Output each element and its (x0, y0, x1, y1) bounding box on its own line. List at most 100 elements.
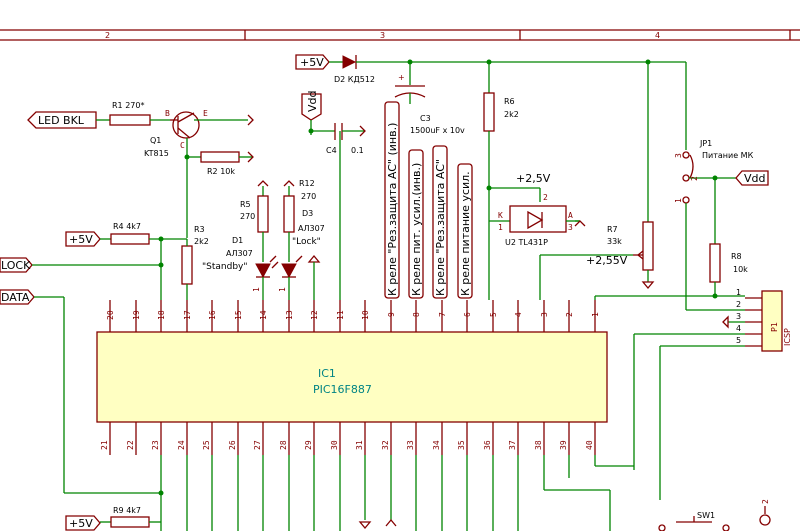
r6-ref: R6 (504, 97, 515, 106)
u2-pin-3: 3 (568, 223, 573, 232)
pin-16: 16 (208, 310, 217, 320)
net-standby: "Standby" (202, 262, 248, 272)
r8-value: 10k (733, 265, 748, 274)
r12-value: 270 (301, 192, 316, 201)
sw1-label: SW1 (697, 511, 715, 520)
net-data[interactable]: DATA (0, 289, 35, 305)
test-point-2[interactable]: 2 (759, 499, 771, 526)
resistor-r2[interactable]: R2 10k (200, 151, 240, 176)
data-label: DATA (1, 291, 30, 304)
pin-26: 26 (228, 440, 237, 450)
pin-18: 18 (157, 310, 166, 320)
capacitor-c3[interactable]: + C3 1500uF x 10v (394, 62, 465, 135)
pin-21: 21 (100, 440, 109, 450)
pin-15: 15 (234, 310, 243, 320)
diode-d2[interactable]: D2 КД512 (334, 55, 375, 84)
d3-ref: D3 (302, 209, 313, 218)
resistor-r6[interactable]: R6 2k2 (483, 62, 519, 300)
pin-28: 28 (279, 440, 288, 450)
q1-value: KT815 (144, 149, 169, 158)
u2-pin-1: 1 (498, 223, 503, 232)
vdd-c4-label: Vdd (306, 91, 319, 113)
pin-3: 3 (540, 312, 549, 317)
net-lock-quote: "Lock" (292, 237, 321, 247)
c4-ref: C4 (326, 146, 337, 155)
pin-30: 30 (330, 440, 339, 450)
power-vdd-right[interactable]: Vdd (735, 170, 769, 186)
jumper-jp1[interactable]: JP1 Питание МК 3 2 1 (674, 62, 754, 310)
led-d1[interactable]: D1 АЛ307 "Standby" 1 (202, 236, 279, 300)
resistor-r3[interactable]: R3 2k2 (181, 225, 209, 285)
pin-12: 12 (310, 310, 319, 320)
led-d3[interactable]: D3 АЛ307 "Lock" 1 (278, 209, 325, 300)
pin-33: 33 (406, 440, 415, 450)
frame-col-3: 3 (380, 31, 385, 40)
d1-pin-1: 1 (252, 287, 261, 292)
signal-pit-inv: К реле пит. усил.(инв.) (410, 163, 423, 296)
power-5v-label: +5V (300, 56, 324, 69)
led-bkl-label: LED BKL (38, 114, 85, 127)
resistor-r4[interactable]: R4 4k7 (110, 222, 150, 245)
u2-pin-k: K (498, 211, 503, 220)
u2-pin-a: A (568, 211, 573, 220)
r2-label: R2 10k (207, 167, 235, 176)
ic1-pin-numbers-top: 20 19 18 17 16 15 14 13 12 11 10 9 8 7 6… (106, 310, 600, 320)
pin-39: 39 (559, 440, 568, 450)
net-v255: +2,55V (586, 254, 628, 267)
trimmer-r7[interactable]: R7 33k +2,55V (539, 62, 655, 300)
q1-ref: Q1 (150, 136, 161, 145)
q1-pin-e: E (203, 109, 208, 118)
power-vdd-c4[interactable]: Vdd (301, 91, 322, 121)
pin-22: 22 (126, 440, 135, 450)
pin-13: 13 (285, 310, 294, 320)
resistor-r1[interactable]: R1 270* (109, 101, 151, 126)
d1-ref: D1 (232, 236, 243, 245)
net-led-bkl[interactable]: LED BKL (27, 111, 97, 129)
resistor-r8[interactable]: R8 10k (709, 178, 748, 296)
pin-4: 4 (514, 312, 523, 317)
power-5v-top[interactable]: +5V (295, 54, 330, 70)
ic1-value: PIC16F887 (313, 383, 372, 396)
pin-10: 10 (361, 310, 370, 320)
signal-rez: К реле "Рез.защита AC" (434, 159, 447, 296)
r7-value: 33k (607, 237, 622, 246)
r4-label: R4 4k7 (113, 222, 141, 231)
r6-value: 2k2 (504, 110, 519, 119)
signal-pit: К реле питание усил. (459, 171, 472, 296)
resistor-r12[interactable]: R12 270 (283, 179, 316, 262)
r8-ref: R8 (731, 252, 742, 261)
ic1-pins-bottom (109, 422, 596, 455)
pin-20: 20 (106, 310, 115, 320)
resistor-r9[interactable]: R9 4k7 (110, 506, 150, 528)
lock-label: LOCK (1, 259, 31, 272)
ic1[interactable]: IC1 PIC16F887 (96, 331, 608, 423)
power-5v-bottom[interactable]: +5V (65, 515, 101, 531)
p1-pin-1: 1 (736, 288, 741, 297)
pin-25: 25 (202, 440, 211, 450)
pin-38: 38 (534, 440, 543, 450)
pin-29: 29 (304, 440, 313, 450)
pin-31: 31 (355, 440, 364, 450)
u2-label: U2 TL431P (505, 238, 548, 247)
pin-11: 11 (336, 310, 345, 320)
connector-p1[interactable]: 1 2 3 4 5 P1 ICSP (736, 288, 792, 352)
resistor-r5[interactable]: R5 270 (240, 180, 269, 262)
svg-text:+: + (398, 73, 405, 82)
pin-34: 34 (432, 440, 441, 450)
power-5v-r4[interactable]: +5V (65, 231, 101, 247)
r12-ref: R12 (299, 179, 315, 188)
net-lock[interactable]: LOCK (0, 257, 33, 273)
pin-40: 40 (585, 440, 594, 450)
capacitor-c4[interactable]: C4 0.1 (326, 123, 364, 155)
vdd-right-label: Vdd (744, 172, 766, 185)
shunt-u2[interactable]: K A 1 3 2 U2 TL431P (489, 193, 586, 247)
ic1-pin-numbers-bottom: 21 22 23 24 25 26 27 28 29 30 31 32 33 3… (100, 440, 594, 450)
switch-sw1[interactable]: SW1 (658, 511, 730, 531)
pin-9: 9 (387, 312, 396, 317)
pin-5: 5 (489, 312, 498, 317)
ic1-pins-top (109, 300, 596, 332)
jp1-pin-3: 3 (674, 153, 683, 158)
transistor-q1[interactable]: B E C Q1 KT815 (144, 109, 208, 158)
d1-value: АЛ307 (226, 249, 253, 258)
frame-col-4: 4 (655, 31, 660, 40)
